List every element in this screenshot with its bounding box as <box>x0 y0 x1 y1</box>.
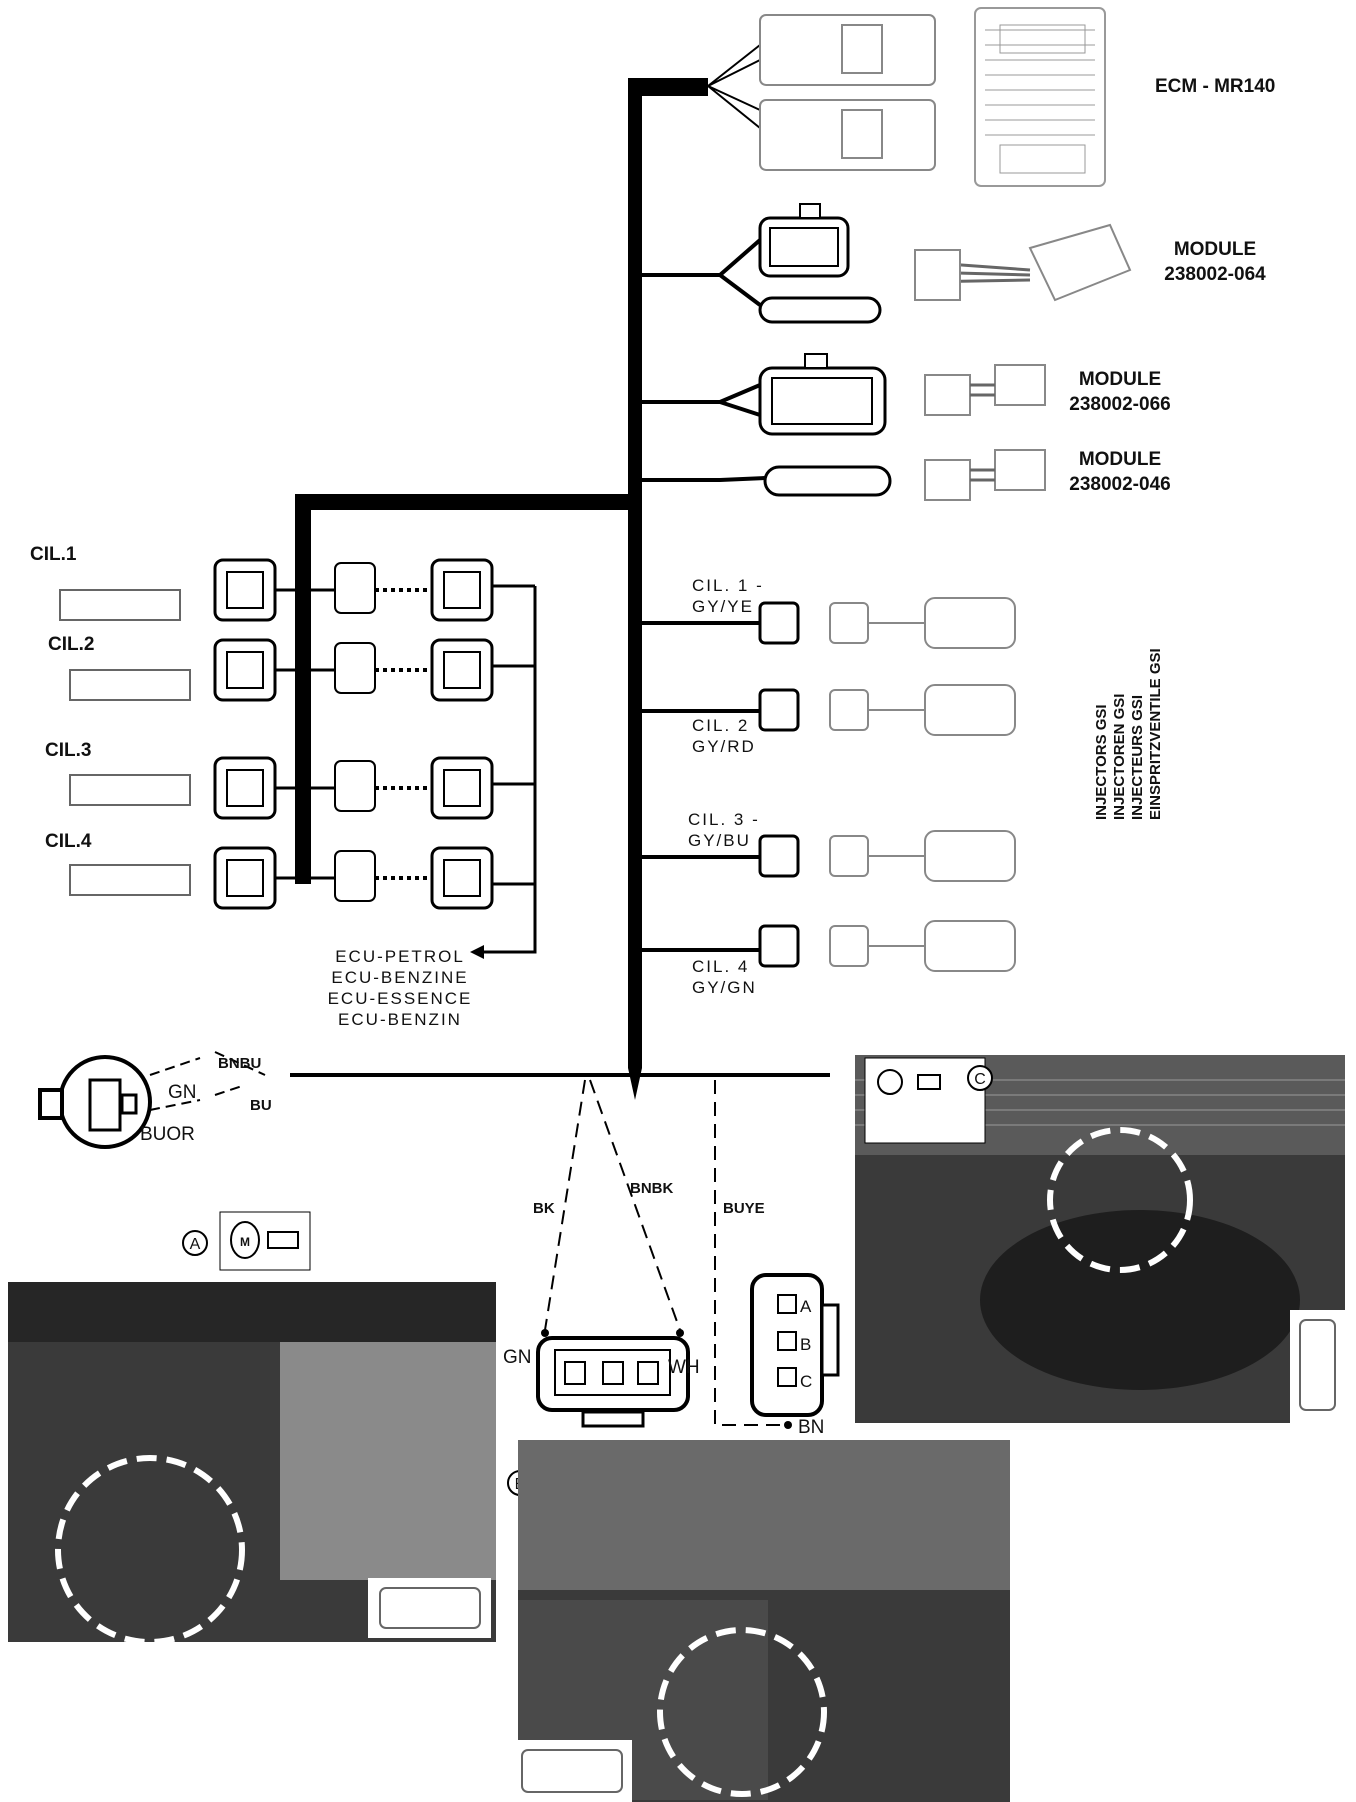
module-3-connector <box>763 465 892 497</box>
sensor-c-connector <box>714 1080 840 1429</box>
petrol-injector-row-4 <box>69 846 535 910</box>
buor-label: BUOR <box>140 1124 195 1145</box>
bu-label: BU <box>250 1097 272 1114</box>
ecu-label-3: ECU-ESSENCE <box>328 989 473 1008</box>
callout-c: C <box>967 1065 993 1091</box>
callout-a: A <box>182 1230 208 1256</box>
gsi3-label-b: GY/BU <box>688 831 751 850</box>
module-3-unit <box>924 449 1046 501</box>
cil1-label: CIL.1 <box>30 544 77 565</box>
left-sensor-connector <box>38 1051 266 1149</box>
ecm-connector-2 <box>759 99 936 171</box>
photo-c-inset <box>864 1057 986 1144</box>
ecu-petrol-labels: ECU-PETROL ECU-BENZINE ECU-ESSENCE ECU-B… <box>328 947 473 1029</box>
gsi1-label-b: GY/YE <box>692 597 754 616</box>
callout-a-letter: A <box>190 1236 201 1253</box>
injectors-gsi-vertical-labels: INJECTORS GSI INJECTOREN GSI INJECTEURS … <box>1093 648 1164 820</box>
module-3-label-b: 238002-046 <box>1069 474 1170 495</box>
gsi2-label-a: CIL. 2 <box>692 716 749 735</box>
petrol-injector-row-3 <box>69 756 535 820</box>
wh-label: WH <box>668 1357 700 1378</box>
module-1-label-a: MODULE <box>1174 239 1256 260</box>
photo-b <box>512 1440 1010 1802</box>
bn-label: BN <box>798 1417 824 1438</box>
bnbk-label: BNBK <box>630 1180 673 1197</box>
cil3-label: CIL.3 <box>45 740 91 761</box>
gsi1-label-a: CIL. 1 - <box>692 576 764 595</box>
callout-c-letter: C <box>974 1071 986 1088</box>
gsi-injector-2 <box>758 684 1016 736</box>
petrol-injector-row-1 <box>59 558 535 622</box>
pin-a-label: A <box>800 1297 812 1316</box>
gsi3-label-a: CIL. 3 - <box>688 810 760 829</box>
cil2-label: CIL.2 <box>48 634 94 655</box>
ecu-label-2: ECU-BENZINE <box>331 968 468 987</box>
bk-label: BK <box>533 1200 555 1217</box>
gsi2-label-b: GY/RD <box>692 737 756 756</box>
motor-m-letter: M <box>240 1235 250 1249</box>
buye-label: BUYE <box>723 1200 765 1217</box>
module-2-label-a: MODULE <box>1079 369 1161 390</box>
module-1-label-b: 238002-064 <box>1164 264 1266 285</box>
inj-label-3: INJECTEURS GSI <box>1129 695 1146 820</box>
gsi-injector-1 <box>758 597 1016 649</box>
gn-b-label: GN <box>503 1347 532 1368</box>
cil4-label: CIL.4 <box>45 831 92 852</box>
gsi-injector-4 <box>758 920 1016 972</box>
module-3-label-a: MODULE <box>1079 449 1161 470</box>
photo-a <box>8 1282 496 1645</box>
module-1-unit <box>914 223 1132 302</box>
ecm-unit <box>974 7 1106 187</box>
module-1-connector <box>758 203 882 324</box>
ecu-label-1: ECU-PETROL <box>335 947 465 966</box>
gsi-injector-3 <box>758 830 1016 882</box>
pin-b-label: B <box>800 1335 811 1354</box>
module-2-connector <box>758 353 887 436</box>
module-2-unit <box>924 364 1046 416</box>
pin-c-label: C <box>800 1372 812 1391</box>
inj-label-2: INJECTOREN GSI <box>1111 694 1128 820</box>
photo-a-inset: M <box>219 1211 311 1271</box>
gn-left-label: GN <box>168 1082 197 1103</box>
inj-label-4: EINSPRITZVENTILE GSI <box>1147 648 1164 820</box>
petrol-injector-row-2 <box>69 638 535 702</box>
ecm-label: ECM - MR140 <box>1155 76 1275 97</box>
main-harness <box>290 44 830 1100</box>
bnbu-label: BNBU <box>218 1055 261 1072</box>
inj-label-1: INJECTORS GSI <box>1093 704 1110 820</box>
sensor-b-connector <box>536 1079 690 1428</box>
gsi4-label-a: CIL. 4 <box>692 957 749 976</box>
gsi4-label-b: GY/GN <box>692 978 757 997</box>
ecu-label-4: ECU-BENZIN <box>338 1010 462 1029</box>
module-2-label-b: 238002-066 <box>1069 394 1170 415</box>
ecm-connector-1 <box>759 14 936 86</box>
